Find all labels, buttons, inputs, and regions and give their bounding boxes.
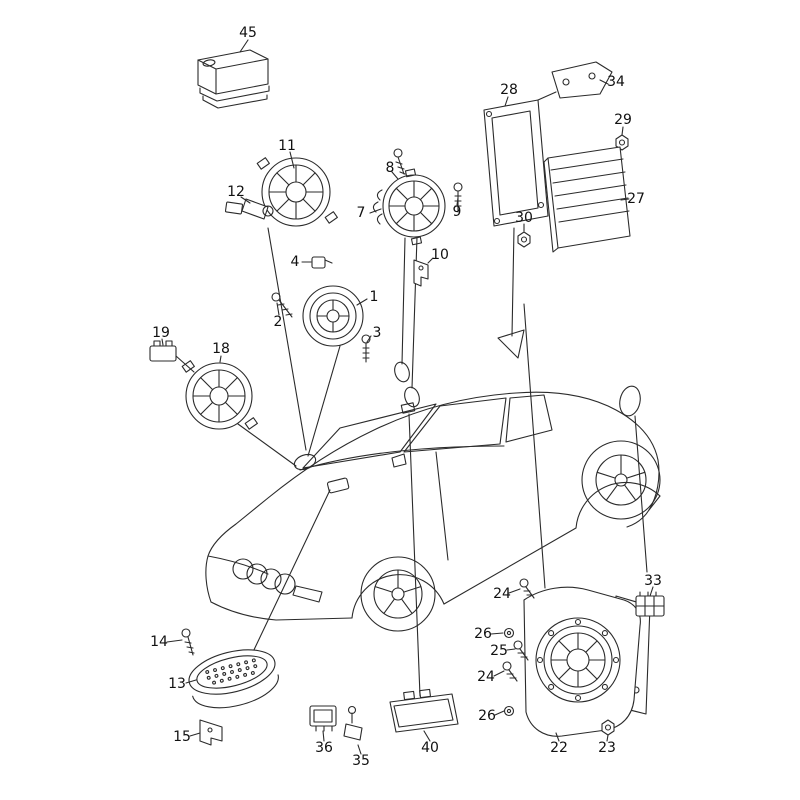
roof-mount-ellipse-2: [404, 386, 420, 408]
part-callout-12: 12: [227, 184, 245, 200]
screw-part-24a: [519, 578, 535, 599]
side-mirror: [391, 453, 407, 468]
screw-part-3: [361, 334, 371, 363]
part-callout-19: 19: [152, 325, 170, 341]
part-callout-22: 22: [550, 740, 568, 756]
part-callout-36: 36: [315, 740, 333, 756]
screw-part-14: [181, 628, 195, 656]
nut-part-23: [601, 719, 615, 736]
nut-part-30: [517, 231, 531, 248]
nut-part-29: [615, 134, 629, 151]
bracket-part-15: [199, 719, 223, 746]
part-callout-7: 7: [357, 205, 366, 221]
connector-part-19: [149, 340, 177, 362]
screw-part-25: [513, 640, 529, 661]
rear-shelf-flap: [497, 329, 525, 359]
part-callout-24: 24: [493, 586, 511, 602]
manual-book-part-45: [197, 49, 270, 109]
door-window: [403, 397, 507, 453]
part-callout-40: 40: [421, 740, 439, 756]
speaker-ring-part-1: [302, 285, 364, 347]
part-callout-35: 35: [352, 753, 370, 769]
part-callout-13: 13: [168, 676, 186, 692]
amplifier-part-27: [543, 146, 631, 253]
part-callout-45: 45: [239, 25, 257, 41]
screw-part-2: [271, 292, 293, 318]
module-part-36: [309, 705, 337, 732]
car-drawing: [205, 329, 661, 632]
subwoofer-part-22: [523, 586, 651, 737]
door-speaker-location: [293, 453, 317, 471]
mount-plate-part-28: [483, 91, 557, 227]
part-callout-33: 33: [644, 573, 662, 589]
part-callout-1: 1: [370, 289, 379, 305]
part-callout-24: 24: [477, 669, 495, 685]
front-wheel: [360, 556, 436, 632]
headlight: [292, 585, 323, 603]
part-callout-26: 26: [478, 708, 496, 724]
clip-part-4: [311, 256, 333, 269]
roof-mount-ellipse-1: [394, 361, 410, 383]
tweeter-motor-part-12: [224, 198, 274, 220]
parts-layer: [149, 49, 665, 746]
part-callout-3: 3: [373, 325, 382, 341]
roof-module-location: [400, 402, 416, 414]
reference-lines: [175, 227, 648, 697]
speaker-part-7: [372, 168, 446, 246]
bracket-part-10: [413, 259, 429, 287]
clip-part-35: [343, 705, 363, 741]
part-callout-30: 30: [515, 210, 533, 226]
screw-part-8: [393, 148, 406, 175]
part-callout-2: 2: [274, 314, 283, 330]
part-callout-15: 15: [173, 729, 191, 745]
rear-wheel: [581, 440, 661, 520]
label-leader-lines: [161, 39, 654, 755]
part-callout-29: 29: [614, 112, 632, 128]
part-callout-26: 26: [474, 626, 492, 642]
audi-rings: [232, 558, 296, 595]
part-callout-25: 25: [490, 643, 508, 659]
windshield: [302, 403, 437, 469]
screw-part-24b: [502, 661, 518, 682]
part-callout-11: 11: [278, 138, 296, 154]
part-callout-28: 28: [500, 82, 518, 98]
part-callout-14: 14: [150, 634, 168, 650]
washer-part-26a: [503, 627, 515, 639]
speaker-part-11: [256, 157, 338, 227]
part-callout-27: 27: [627, 191, 645, 207]
washer-part-26b: [503, 705, 515, 717]
speaker-grille-part-13: [188, 649, 279, 709]
part-callout-18: 18: [212, 341, 230, 357]
part-callout-4: 4: [291, 254, 300, 270]
part-callout-8: 8: [386, 160, 395, 176]
quarter-window: [505, 394, 553, 443]
part-callout-23: 23: [598, 740, 616, 756]
part-callout-9: 9: [453, 204, 462, 220]
part-callout-34: 34: [607, 74, 625, 90]
speaker-part-18: [181, 360, 258, 430]
bracket-part-34: [551, 61, 613, 99]
door-lower-location: [326, 477, 350, 494]
control-module-part-40: [389, 688, 459, 733]
part-callout-10: 10: [431, 247, 449, 263]
rear-quarter-location: [619, 385, 641, 417]
connector-part-33: [635, 591, 665, 617]
